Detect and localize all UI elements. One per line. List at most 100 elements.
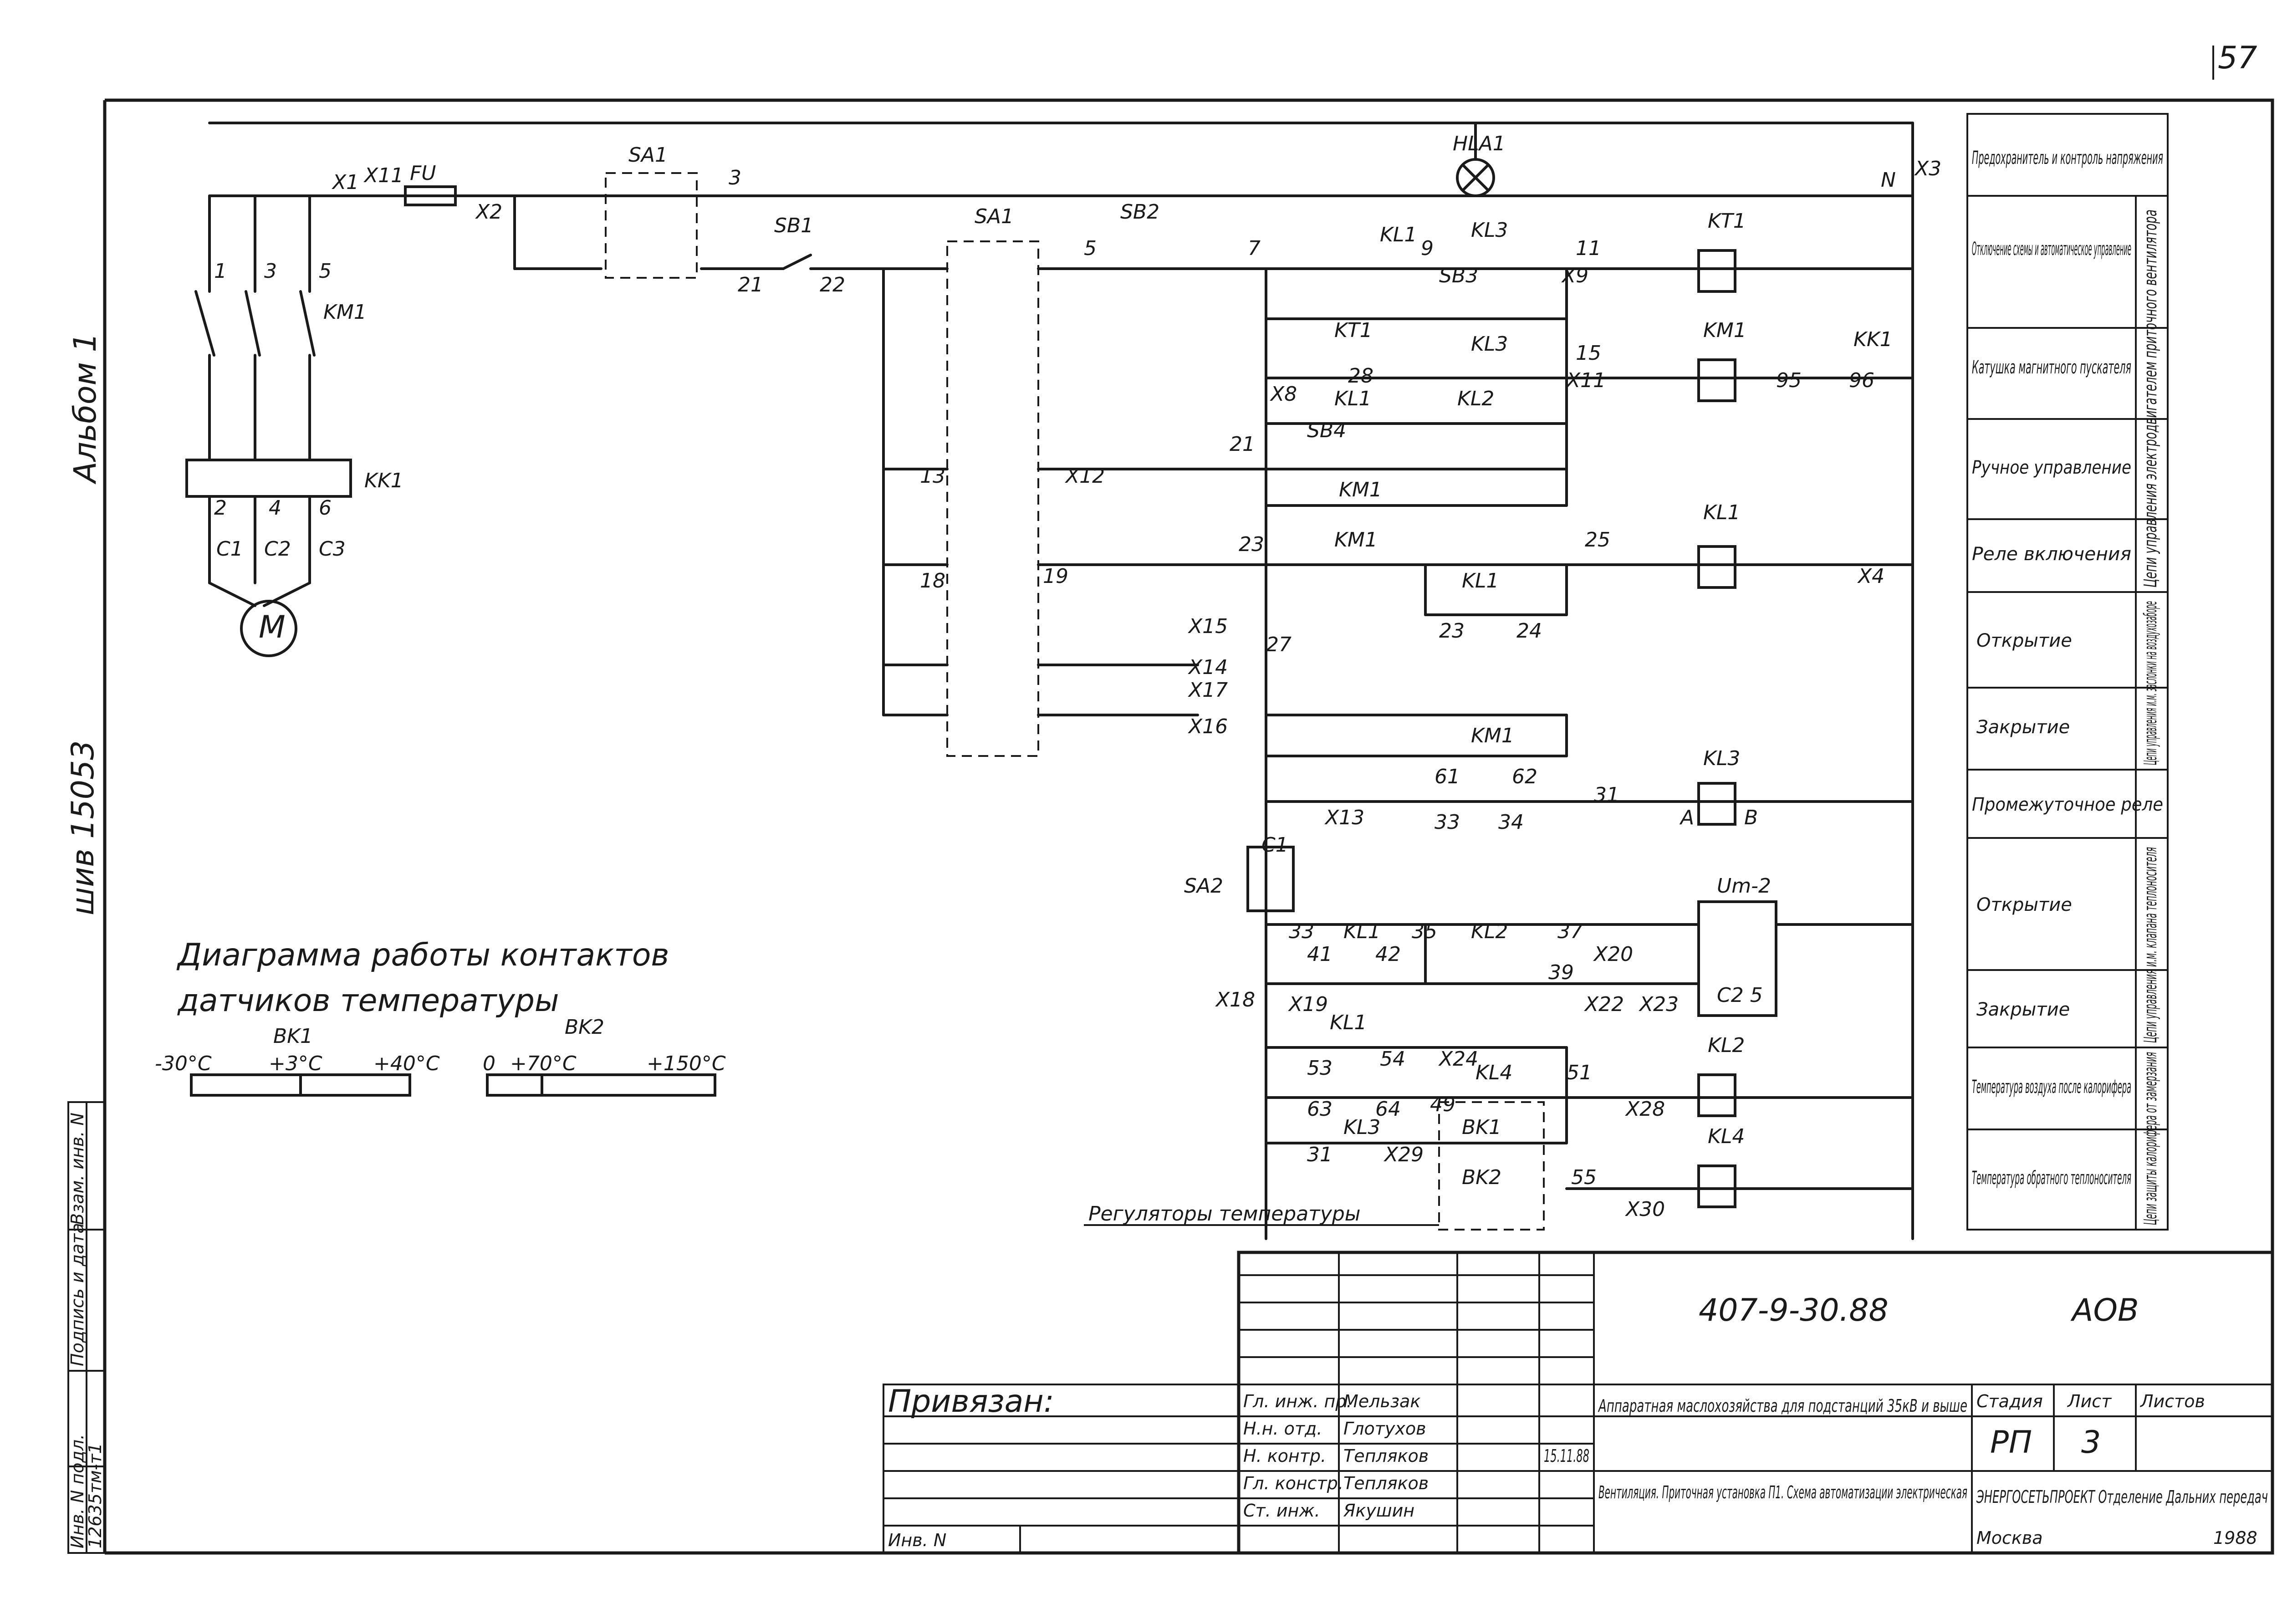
coil-kl3-label: KL3 [1703, 747, 1740, 770]
coil-b-mark: B [1744, 806, 1758, 829]
group-protect: Цепи защиты калорифера от замерзания [2140, 1052, 2160, 1225]
wire-5-row: 5 [1084, 237, 1097, 260]
wire-34: 34 [1498, 811, 1524, 834]
wire-7: 7 [1248, 237, 1261, 260]
label-km1-d: KM1 [1471, 724, 1514, 747]
year: 1988 [2213, 1528, 2257, 1548]
group-damper: Цепи управления и.м. заслонки на воздухо… [2140, 601, 2160, 765]
label-sa2: SA2 [1184, 874, 1223, 898]
wire-96: 96 [1849, 369, 1874, 392]
label-kl3-a: KL3 [1471, 219, 1508, 242]
diagram-t3: +40°C [373, 1052, 440, 1075]
terminal-x8: X8 [1270, 383, 1297, 406]
label-kl4: KL4 [1475, 1061, 1512, 1084]
side-temp-air: Температура воздуха после калорифера [1972, 1077, 2131, 1098]
wire-35: 35 [1412, 920, 1437, 943]
terminal-x18: X18 [1215, 988, 1255, 1011]
name-1: Глотухов [1343, 1419, 1426, 1439]
label-sb2: SB2 [1120, 200, 1159, 224]
label-fu: FU [410, 162, 436, 185]
phase-c2: C2 [264, 537, 291, 561]
stamp-signature: Подпись и дата [67, 1223, 87, 1366]
wire-39: 39 [1548, 961, 1574, 984]
wire-22a: 22 [820, 273, 845, 296]
diagram-t6: +150°C [647, 1052, 726, 1075]
name-2: Тепляков [1343, 1446, 1429, 1466]
wire-1: 1 [214, 260, 227, 283]
coil-kl4 [1697, 1164, 1736, 1208]
doc-suffix: АОВ [2070, 1292, 2139, 1328]
terminal-x30: X30 [1625, 1198, 1665, 1221]
wire-28: 28 [1348, 364, 1373, 388]
wire-63: 63 [1307, 1098, 1333, 1121]
title-block: 407-9-30.88 АОВ Гл. инж. пр. Н.н. отд. Н… [1237, 1251, 2274, 1555]
wire-61: 61 [1435, 765, 1460, 788]
label-sa1: SA1 [975, 205, 1014, 228]
side-disable: Отключение схемы и автоматическое управл… [1972, 239, 2131, 260]
label-kl2-a: KL2 [1457, 387, 1494, 410]
wire-25: 25 [1585, 528, 1610, 552]
album-label: Альбом 1 [67, 332, 103, 485]
wire-3: 3 [264, 260, 277, 283]
name-4: Якушин [1343, 1501, 1414, 1521]
sheets-header: Листов [2139, 1391, 2205, 1411]
side-coil: Катушка магнитного пускателя [1972, 357, 2131, 378]
label-sa1-top: SA1 [628, 143, 668, 167]
wire-15: 15 [1576, 342, 1601, 365]
diagram-t1: -30°C [155, 1052, 212, 1075]
terminal-x29: X29 [1384, 1143, 1424, 1166]
group-valve: Цепи управления и.м. клапана теплоносите… [2140, 847, 2160, 1043]
diagram-bk1: BK1 [273, 1025, 313, 1048]
row-control-lines [882, 267, 1914, 1240]
wire-21a: 21 [738, 273, 763, 296]
city: Москва [1976, 1528, 2043, 1548]
bk2-band [486, 1073, 716, 1097]
stamp-replace: Взам. инв. N [67, 1113, 87, 1225]
sensor-bk2: BK2 [1462, 1166, 1501, 1189]
role-4: Ст. инж. [1243, 1501, 1320, 1521]
wire-6: 6 [319, 496, 332, 520]
wire-2: 2 [214, 496, 227, 520]
wire-24: 24 [1516, 619, 1542, 643]
sheet-header: Лист [2067, 1391, 2112, 1411]
binding-block: Привязан: Инв. N [883, 1384, 1240, 1554]
wire-53: 53 [1307, 1057, 1333, 1080]
stage-value: РП [1990, 1425, 2032, 1461]
wire-13: 13 [920, 465, 945, 488]
terminal-x24: X24 [1438, 1047, 1478, 1071]
diagram-title-2: датчиков температуры [177, 983, 559, 1019]
wire-42: 42 [1375, 943, 1401, 966]
diagram-t5: +70°C [510, 1052, 577, 1075]
wire-23b: 23 [1439, 619, 1465, 643]
side-relay-on: Реле включения [1972, 544, 2131, 565]
terminal-x28: X28 [1625, 1098, 1665, 1121]
wire-62: 62 [1512, 765, 1537, 788]
terminal-x3: X3 [1914, 157, 1941, 180]
coil-a-mark: A [1679, 806, 1694, 829]
corner-sheet-mark: 57 [2218, 40, 2257, 76]
side-close-1: Закрытие [1976, 717, 2070, 738]
neutral-label: N [1881, 169, 1896, 192]
wire-31b: 31 [1307, 1143, 1333, 1166]
role-2: Н. контр. [1243, 1446, 1326, 1466]
name-3: Тепляков [1343, 1473, 1429, 1493]
side-intermediate: Промежуточное реле [1972, 794, 2163, 815]
stage-header: Стадия [1976, 1391, 2043, 1411]
right-label-column: Предохранитель и контроль напряжения Отк… [1966, 113, 2169, 1231]
label-kl1-d: KL1 [1343, 920, 1380, 943]
project-name: Аппаратная маслохозяйства для подстанций… [1598, 1396, 1967, 1416]
wire-95: 95 [1776, 369, 1802, 392]
um2-c25: C2 5 [1717, 984, 1763, 1007]
label-kl3-c: KL3 [1343, 1116, 1380, 1139]
label-hla1: HLA1 [1453, 132, 1506, 155]
role-1: Н.н. отд. [1243, 1419, 1322, 1439]
wire-23: 23 [1239, 533, 1264, 556]
coil-kt1 [1697, 249, 1736, 293]
stamp-inventory-number: 12635тм-т1 [85, 1443, 105, 1548]
terminal-x2: X2 [475, 200, 502, 224]
label-sb1: SB1 [774, 214, 813, 237]
wire-21b: 21 [1230, 433, 1255, 456]
wire-11: 11 [1576, 237, 1601, 260]
